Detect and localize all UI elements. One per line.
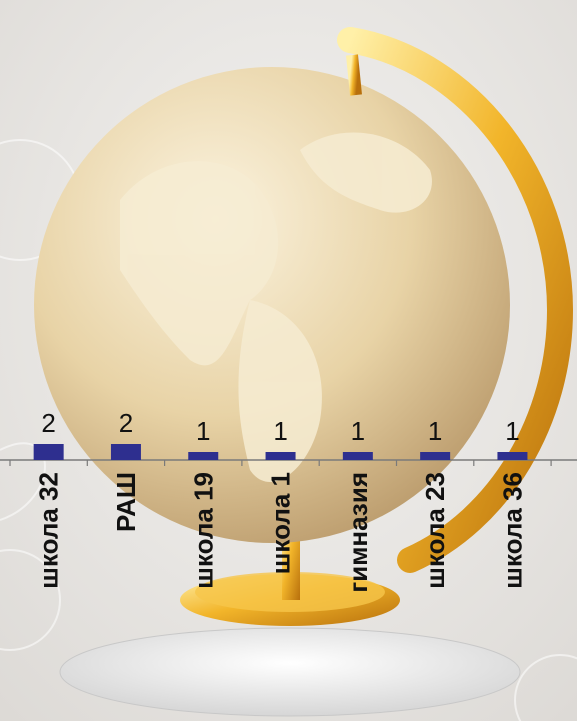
data-label: 1 (428, 416, 442, 446)
category-label: школа 23 (420, 472, 450, 589)
bar (497, 452, 528, 460)
data-label: 2 (119, 408, 133, 438)
category-labels: школа 32 РАШ школа 19 школа 1 гимназия школа … (34, 472, 528, 593)
bar (33, 444, 64, 460)
bar (420, 452, 451, 460)
data-label: 2 (41, 408, 55, 438)
category-label: гимназия (343, 472, 373, 593)
data-label: 1 (351, 416, 365, 446)
category-label: школа 19 (188, 472, 218, 589)
data-label: 1 (196, 416, 210, 446)
data-label: 1 (505, 416, 519, 446)
category-label: школа 1 (266, 472, 296, 574)
x-axis (0, 459, 577, 466)
bar (110, 444, 141, 460)
bar (265, 452, 296, 460)
category-label: РАШ (111, 472, 141, 532)
bars (33, 444, 528, 460)
category-label: школа 36 (497, 472, 527, 589)
category-label: школа 32 (34, 472, 64, 589)
data-label: 1 (273, 416, 287, 446)
bar (188, 452, 219, 460)
value-labels: 2 2 1 1 1 1 1 (41, 408, 519, 446)
bar (342, 452, 373, 460)
